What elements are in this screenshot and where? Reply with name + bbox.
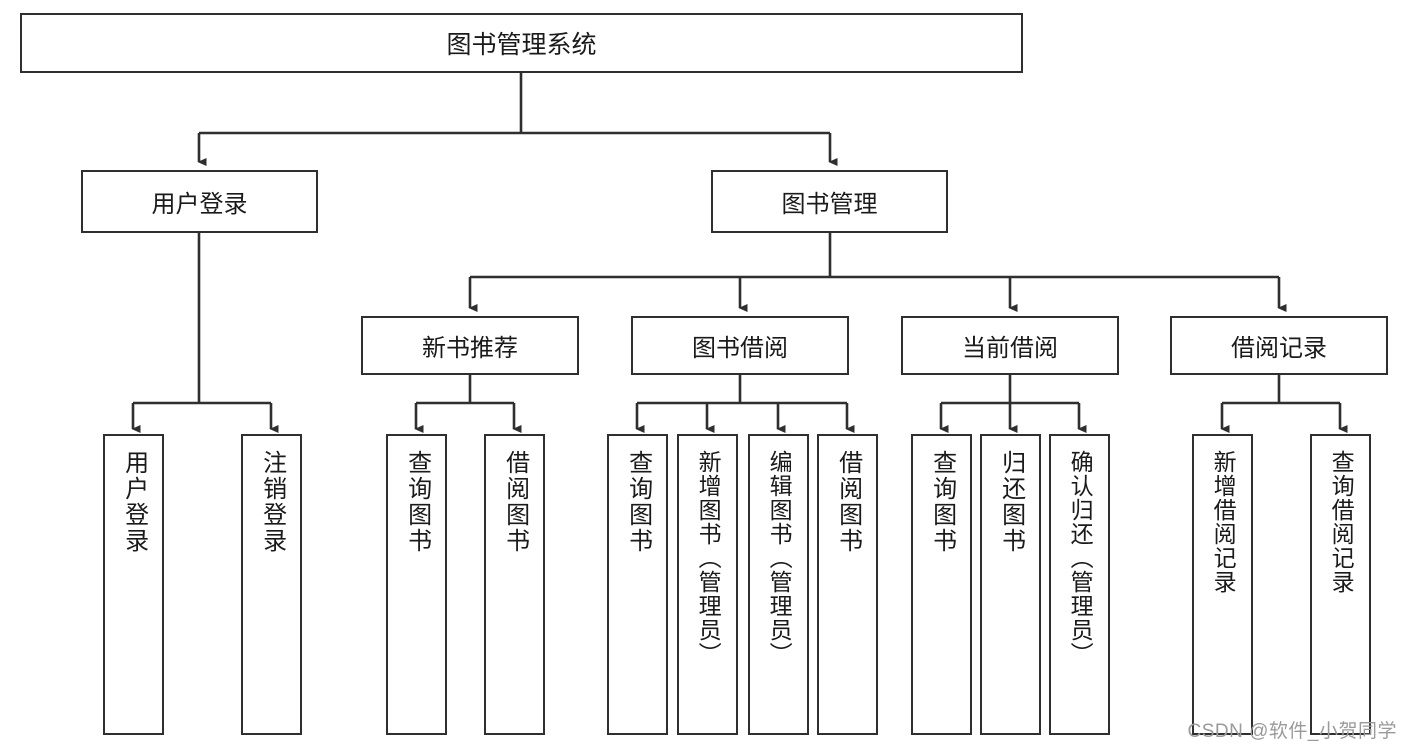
leaf-new-book-borrow[interactable]: 借阅图书 (484, 434, 545, 735)
leaf-label: 归还图书 (997, 450, 1025, 554)
node-user-login-label: 用户登录 (151, 191, 248, 218)
leaf-book-borrow-add[interactable]: 新增图书（管理员） (677, 434, 738, 735)
node-borrow-record-label: 借阅记录 (1231, 335, 1327, 362)
leaf-user-login-logout[interactable]: 注销登录 (241, 434, 302, 735)
watermark: CSDN @软件_小贺同学 (1187, 721, 1397, 742)
node-book-borrow-label: 图书借阅 (692, 335, 788, 362)
leaf-label: 查询图书 (403, 450, 431, 554)
leaf-label: 注销登录 (258, 450, 286, 554)
leaf-label: 借阅图书 (501, 450, 529, 554)
leaf-current-borrow-return[interactable]: 归还图书 (980, 434, 1041, 735)
leaf-label: 用户登录 (120, 450, 148, 554)
leaf-current-borrow-query[interactable]: 查询图书 (911, 434, 972, 735)
leaf-new-book-query[interactable]: 查询图书 (386, 434, 447, 735)
node-current-borrow-label: 当前借阅 (962, 335, 1058, 362)
leaf-label: 查询图书 (624, 450, 652, 554)
leaf-book-borrow-borrow[interactable]: 借阅图书 (817, 434, 878, 735)
leaf-label: 确认归还（管理员） (1067, 450, 1094, 666)
leaf-label: 新增借阅记录 (1210, 450, 1237, 594)
leaf-book-borrow-query[interactable]: 查询图书 (607, 434, 668, 735)
node-book-management-label: 图书管理 (781, 191, 878, 218)
leaf-book-borrow-edit[interactable]: 编辑图书（管理员） (748, 434, 809, 735)
node-book-borrow[interactable]: 图书借阅 (631, 316, 849, 375)
leaf-label: 查询借阅记录 (1328, 450, 1355, 594)
leaf-label: 新增图书（管理员） (695, 450, 722, 666)
leaf-borrow-record-add[interactable]: 新增借阅记录 (1192, 434, 1253, 735)
leaf-borrow-record-query[interactable]: 查询借阅记录 (1310, 434, 1371, 735)
node-book-management[interactable]: 图书管理 (711, 170, 948, 233)
leaf-label: 编辑图书（管理员） (766, 450, 793, 666)
node-root[interactable]: 图书管理系统 (20, 13, 1023, 73)
node-new-book-recommend[interactable]: 新书推荐 (361, 316, 579, 375)
node-root-label: 图书管理系统 (446, 31, 597, 59)
leaf-user-login-signin[interactable]: 用户登录 (103, 434, 164, 735)
node-user-login[interactable]: 用户登录 (81, 170, 318, 233)
node-borrow-record[interactable]: 借阅记录 (1170, 316, 1388, 375)
leaf-current-borrow-confirm-return[interactable]: 确认归还（管理员） (1049, 434, 1110, 735)
leaf-label: 查询图书 (928, 450, 956, 554)
node-new-book-recommend-label: 新书推荐 (422, 335, 518, 362)
node-current-borrow[interactable]: 当前借阅 (901, 316, 1119, 375)
leaf-label: 借阅图书 (834, 450, 862, 554)
